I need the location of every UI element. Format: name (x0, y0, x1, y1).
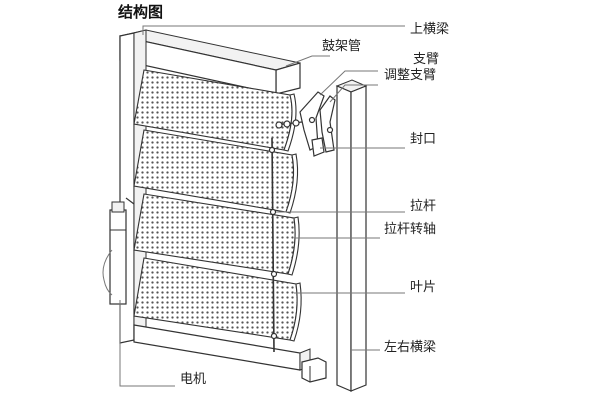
support-arm (299, 91, 325, 151)
label-rod-pivot: 拉杆转轴 (384, 222, 436, 237)
label-support-arm: 支臂 (413, 52, 439, 67)
louver-blade-4 (133, 257, 302, 342)
label-top-beam: 上横梁 (410, 22, 449, 37)
leader-lines (119, 25, 405, 387)
label-pull-rod: 拉杆 (410, 199, 436, 214)
right-side-beam (335, 79, 368, 392)
top-beam (119, 29, 301, 95)
label-adjust-arm: 调整支臂 (384, 68, 436, 83)
adjust-support-arm (319, 95, 336, 153)
label-hub-tube: 鼓架管 (322, 39, 361, 54)
corner-bracket (301, 357, 327, 383)
label-end-cap: 封口 (410, 132, 436, 147)
motor (102, 197, 135, 305)
label-side-beam: 左右横梁 (384, 340, 436, 355)
diagram-title: 结构图 (118, 3, 163, 21)
label-blade: 叶片 (410, 280, 436, 295)
hub-tube (275, 119, 303, 129)
louver-blade-3 (133, 193, 300, 276)
end-cap (311, 137, 325, 157)
pull-rod (268, 137, 278, 353)
label-motor: 电机 (180, 372, 206, 387)
